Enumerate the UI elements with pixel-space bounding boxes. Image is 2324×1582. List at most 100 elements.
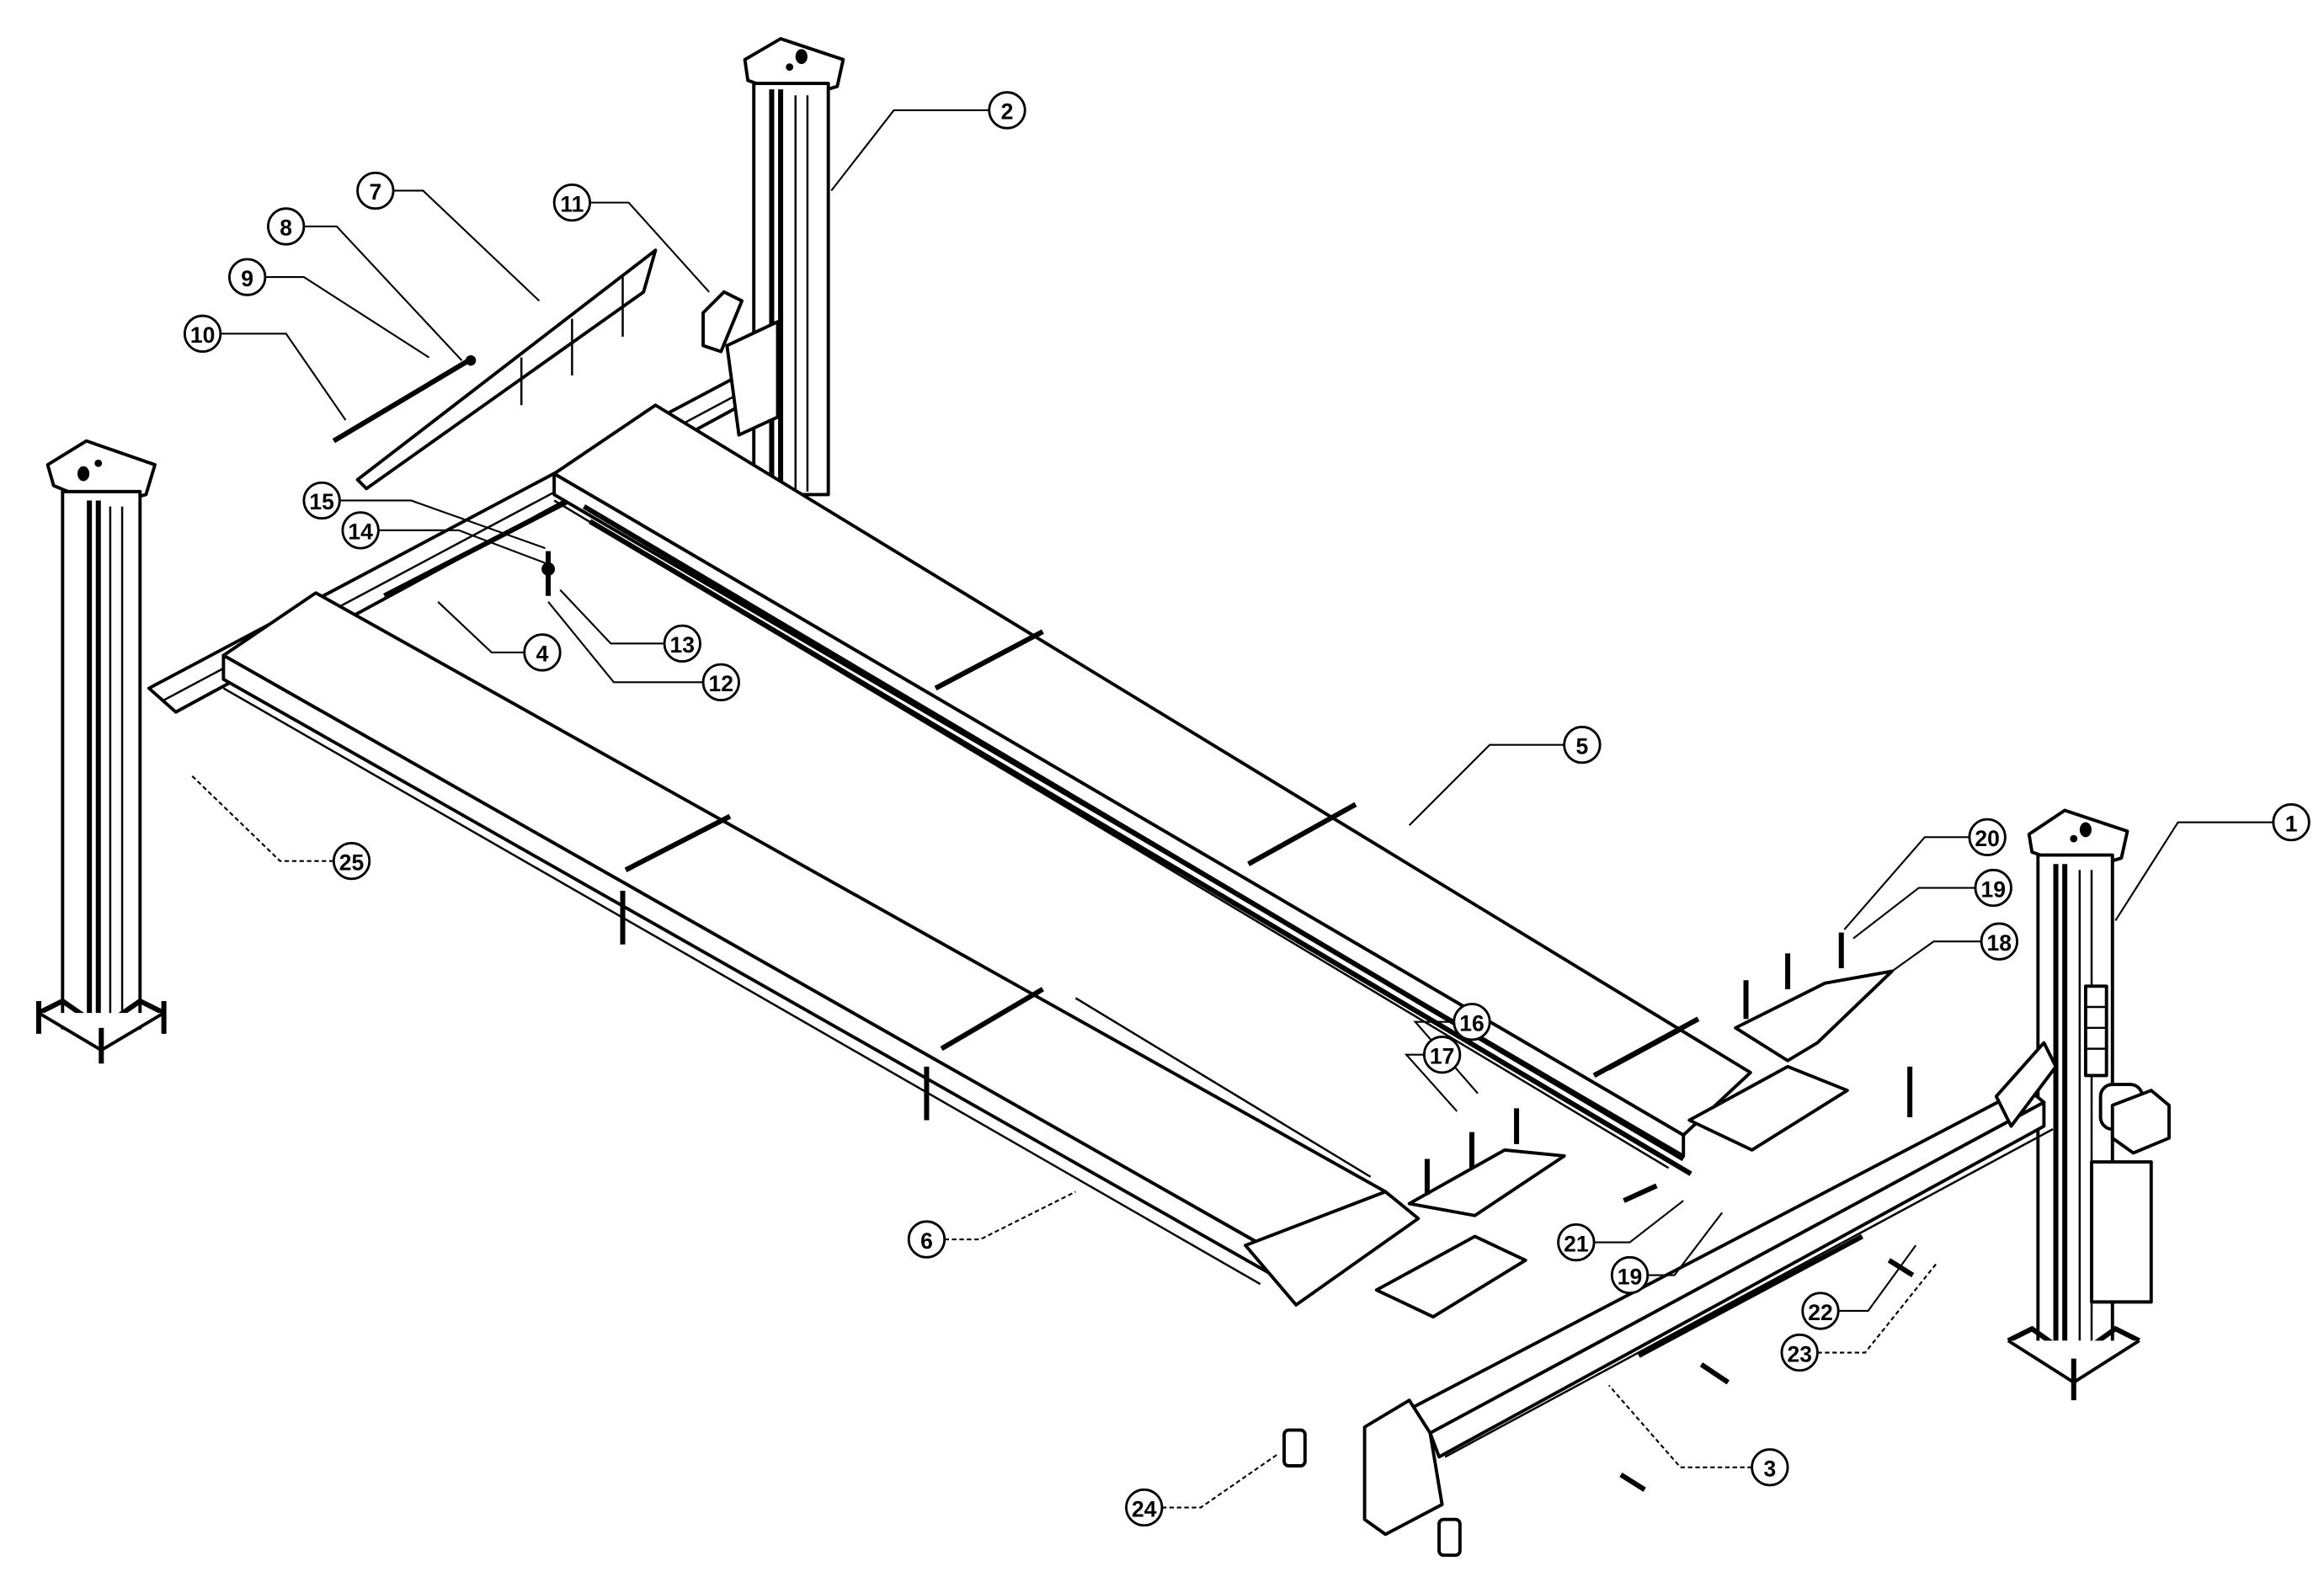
callout-circle [1968, 818, 2007, 856]
callout-circle [356, 171, 395, 210]
callout-circle [1751, 1448, 1789, 1487]
callout-number: 7 [369, 179, 381, 205]
callout-leader-line [393, 189, 541, 302]
callout-leader-line [1817, 1262, 1938, 1354]
callout-c12: 12 [547, 601, 740, 701]
callout-number: 6 [920, 1228, 933, 1254]
callout-leader-line [830, 109, 989, 192]
callout-leader-line [1408, 743, 1564, 826]
power-side-runway [552, 403, 1752, 1176]
callout-c11: 11 [552, 183, 710, 293]
callout-circle [701, 663, 740, 701]
callout-leader-line [1404, 1053, 1458, 1112]
callout-leader-line [1607, 1384, 1752, 1468]
callout-c2: 2 [830, 91, 1026, 192]
callout-circle [663, 624, 701, 663]
callout-leader-line [220, 333, 347, 421]
callout-leader-line [1843, 836, 1970, 930]
callout-number: 11 [560, 191, 584, 216]
callout-c24: 24 [1125, 1452, 1279, 1527]
callout-leader-line [1647, 1212, 1724, 1276]
callout-number: 16 [1459, 1011, 1484, 1036]
callout-number: 19 [1618, 1264, 1642, 1289]
callout-number: 22 [1808, 1300, 1832, 1325]
callout-c17: 17 [1404, 1036, 1462, 1112]
callout-number: 8 [280, 216, 292, 241]
callout-circle [267, 207, 306, 246]
callout-number: 14 [348, 519, 373, 545]
callout-leader-line [1594, 1200, 1684, 1244]
callout-number: 4 [536, 642, 549, 667]
callout-leader-line [339, 499, 546, 550]
front-crossbeam [1282, 1041, 2058, 1558]
callout-leader-line [378, 529, 546, 564]
callout-c20: 20 [1843, 818, 2007, 930]
callout-circle [1974, 868, 2012, 908]
callout-leader-line [1852, 887, 1975, 940]
callout-number: 20 [1975, 826, 1999, 851]
callout-number: 15 [309, 489, 334, 514]
callout-c6: 6 [907, 1190, 1076, 1259]
callout-leader-line [437, 601, 525, 654]
callout-number: 12 [709, 671, 733, 696]
callout-circle [1563, 726, 1602, 764]
callout-number: 13 [670, 632, 695, 658]
wheel-stop-plates [1374, 969, 1894, 1319]
callout-c25: 25 [189, 774, 371, 881]
callout-c19a: 19 [1852, 868, 2012, 940]
callout-number: 3 [1763, 1457, 1776, 1482]
callout-c15: 15 [302, 481, 546, 550]
callout-leader-line [589, 201, 710, 293]
power-side-post [2007, 808, 2171, 1401]
callout-c19b: 19 [1610, 1212, 1724, 1295]
drive-on-ramp [332, 248, 658, 491]
callout-number: 23 [1787, 1341, 1811, 1366]
callout-number: 9 [241, 266, 253, 291]
rear-post [743, 37, 845, 497]
callout-circle [228, 258, 267, 296]
callout-c22: 22 [1801, 1244, 1917, 1330]
callout-number: 25 [339, 850, 365, 875]
callout-number: 18 [1987, 930, 2012, 956]
callout-c18: 18 [1891, 922, 2018, 972]
callout-c14: 14 [341, 511, 546, 564]
callout-leader-line [264, 276, 430, 359]
callout-leader-line [189, 774, 334, 862]
callout-circle [907, 1220, 946, 1259]
callout-leader-line [547, 601, 704, 684]
callout-number: 24 [1132, 1496, 1157, 1521]
callout-circle [552, 183, 592, 222]
callout-circle [1980, 922, 2018, 961]
callout-c3: 3 [1607, 1384, 1789, 1487]
callout-leader-line [944, 1190, 1076, 1241]
callout-number: 17 [1430, 1043, 1454, 1068]
callout-c5: 5 [1408, 726, 1602, 826]
callout-circle [341, 511, 380, 550]
callout-circle [1125, 1488, 1164, 1527]
callout-leader-line [559, 589, 665, 645]
callout-number: 2 [1001, 99, 1014, 125]
callouts: 1234567891011121314151617181920211922232… [183, 91, 2311, 1527]
callout-c21: 21 [1557, 1200, 1684, 1262]
callout-circle [988, 91, 1026, 130]
callout-c9: 9 [228, 258, 430, 359]
callout-circle [1452, 1003, 1491, 1041]
callout-c16: 16 [1413, 1003, 1491, 1095]
callout-number: 1 [2285, 811, 2298, 836]
callout-circle [332, 842, 371, 881]
callout-leader-line [1413, 1020, 1479, 1095]
callout-leader-line [1162, 1452, 1279, 1509]
callout-number: 21 [1564, 1231, 1589, 1256]
callout-c8: 8 [267, 207, 463, 361]
callout-leader-line [1891, 940, 1982, 972]
callout-circle [2272, 803, 2311, 842]
callout-c1: 1 [2114, 803, 2311, 921]
callout-circle [1780, 1333, 1819, 1372]
callout-c7: 7 [356, 171, 541, 302]
post-cover-plate [701, 290, 744, 354]
callout-c23: 23 [1780, 1262, 1938, 1372]
offside-runway [221, 591, 1421, 1307]
callout-circle [183, 314, 222, 353]
callout-leader-line [303, 225, 463, 361]
